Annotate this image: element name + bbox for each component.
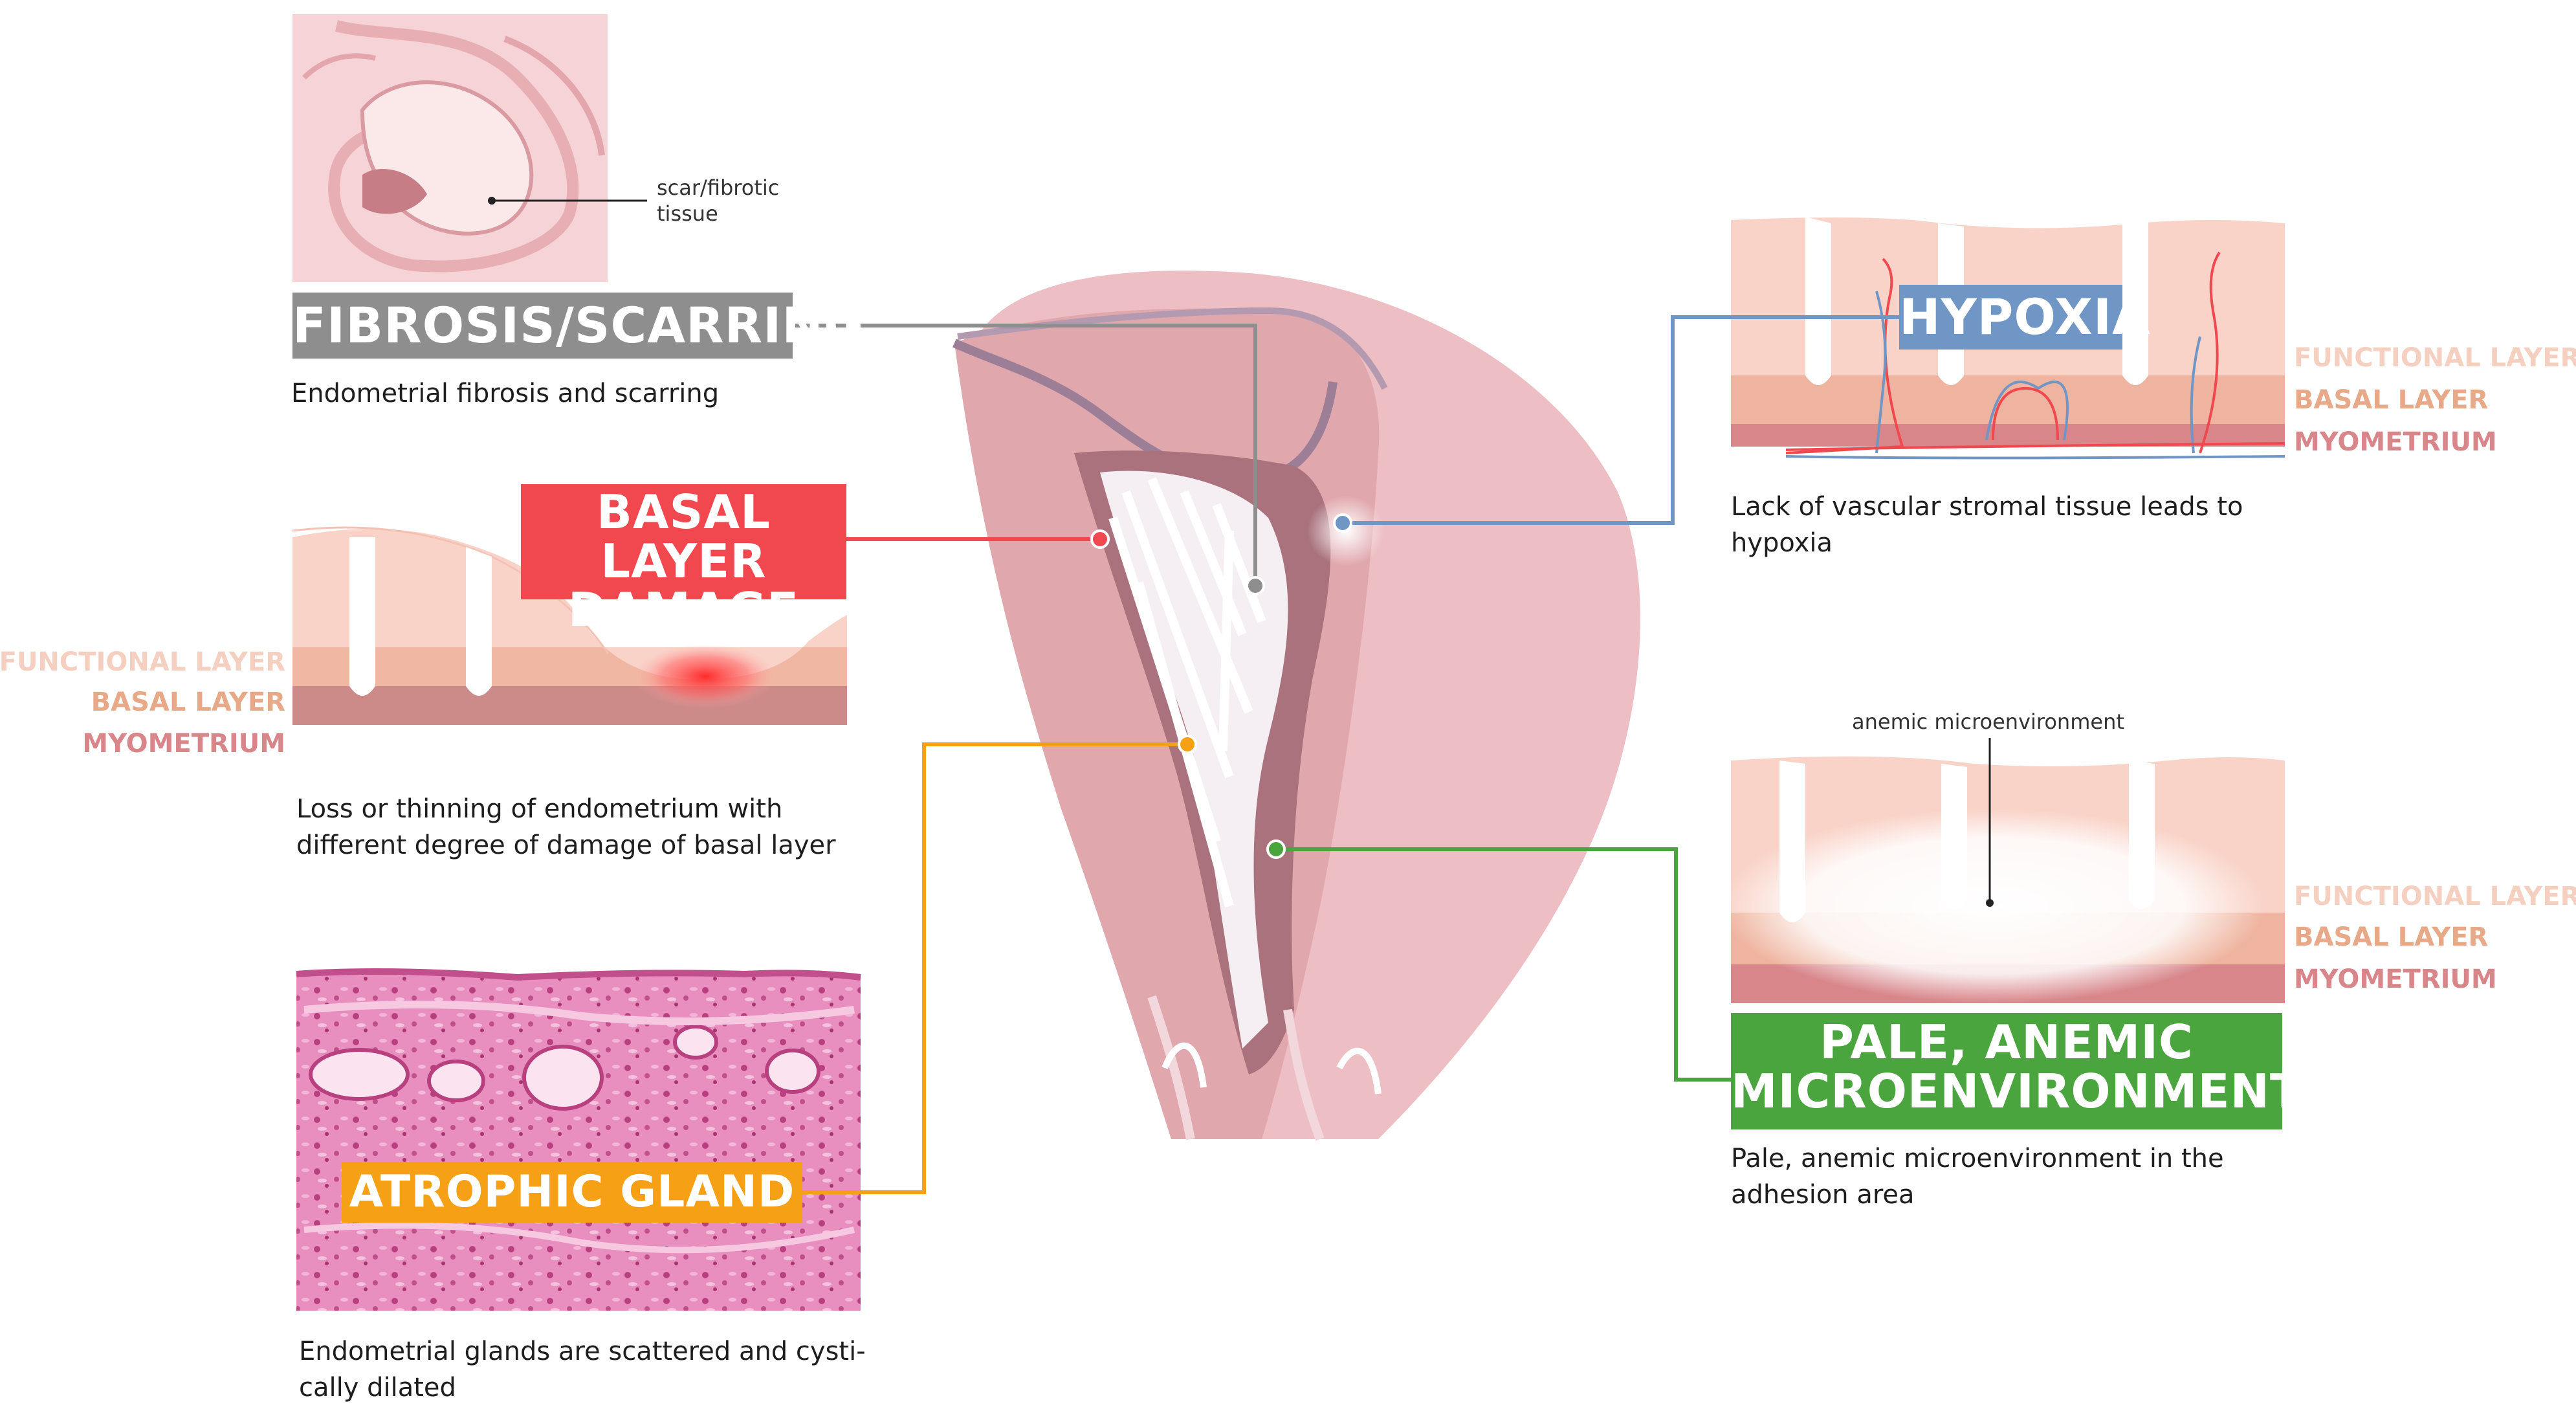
hypoxia-label: HYPOXIA xyxy=(1899,285,2150,350)
left-basal-layer-label: BASAL LAYER xyxy=(91,687,285,717)
fibrosis-inset xyxy=(292,14,647,282)
basal-damage-label-line1: BASAL LAYER xyxy=(596,485,771,588)
right-top-myometrium-label: MYOMETRIUM xyxy=(2294,427,2497,457)
anemic-inset-note: anemic microenvironment xyxy=(1852,709,2124,734)
fibrosis-inset-note-line1: scar/fibrotic xyxy=(657,175,780,200)
hypoxia-description-line1: Lack of vascular stromal tissue leads to xyxy=(1731,492,2243,522)
atrophic-description: Endometrial glands are scattered and cys… xyxy=(299,1333,866,1406)
basal-damage-label-line2: DAMAGE xyxy=(567,583,800,638)
left-functional-layer-label: FUNCTIONAL LAYER xyxy=(0,647,285,677)
pale-anemic-label: PALE, ANEMIC MICROENVIRONMENT xyxy=(1731,1013,2302,1129)
hypoxia-description: Lack of vascular stromal tissue leads to… xyxy=(1731,489,2243,561)
anemic-inset xyxy=(1721,738,2285,1003)
right-bottom-functional-layer-label: FUNCTIONAL LAYER xyxy=(2294,882,2576,911)
right-top-basal-layer-label: BASAL LAYER xyxy=(2294,385,2489,415)
basal-description: Loss or thinning of endometrium with dif… xyxy=(296,791,836,863)
atrophic-description-line2: cally dilated xyxy=(299,1373,456,1403)
right-bottom-basal-layer-label: BASAL LAYER xyxy=(2294,922,2489,952)
fibrosis-label: FIBROSIS/SCARRING xyxy=(292,293,864,359)
basal-damage-label: BASAL LAYER DAMAGE xyxy=(521,484,846,634)
pale-anemic-label-line2: MICROENVIRONMENT xyxy=(1731,1063,2302,1118)
pale-description-line1: Pale, anemic microenvironment in the xyxy=(1731,1144,2224,1173)
left-myometrium-label: MYOMETRIUM xyxy=(82,729,285,759)
connector-lines xyxy=(793,315,1899,1194)
hypoxia-description-line2: hypoxia xyxy=(1731,528,1833,558)
uterus-illustration xyxy=(952,271,1640,1141)
atrophic-gland-histology xyxy=(296,968,861,1311)
atrophic-description-line1: Endometrial glands are scattered and cys… xyxy=(299,1337,866,1366)
basal-description-line2: different degree of damage of basal laye… xyxy=(296,830,836,860)
fibrosis-description: Endometrial fibrosis and scarring xyxy=(291,379,720,408)
fibrosis-inset-note: scar/fibrotic tissue xyxy=(657,175,779,227)
pale-description: Pale, anemic microenvironment in the adh… xyxy=(1731,1140,2224,1213)
right-bottom-myometrium-label: MYOMETRIUM xyxy=(2294,964,2497,994)
pale-anemic-label-line1: PALE, ANEMIC xyxy=(1820,1015,2194,1069)
pale-description-line2: adhesion area xyxy=(1731,1180,1915,1210)
fibrosis-inset-note-line2: tissue xyxy=(657,201,718,226)
right-top-functional-layer-label: FUNCTIONAL LAYER xyxy=(2294,343,2576,373)
basal-layer-inset xyxy=(292,526,847,725)
basal-description-line1: Loss or thinning of endometrium with xyxy=(296,794,783,824)
atrophic-gland-label: ATROPHIC GLAND xyxy=(342,1162,802,1223)
